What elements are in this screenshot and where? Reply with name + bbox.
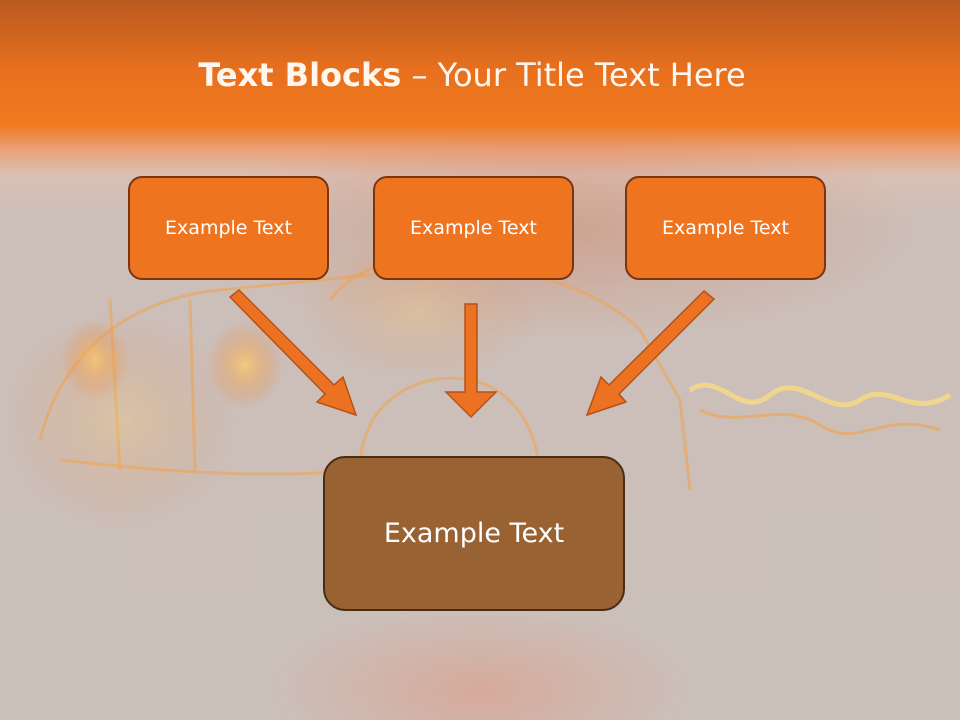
arrow-left-icon (228, 289, 358, 417)
arrow-right-icon (585, 289, 716, 417)
title-rest: Your Title Text Here (437, 56, 746, 94)
main-text-block-label: Example Text (383, 518, 565, 549)
text-block-1-label: Example Text (165, 217, 292, 239)
text-block-1[interactable]: Example Text (128, 176, 329, 280)
arrow-down-icon (444, 303, 498, 419)
main-text-block[interactable]: Example Text (323, 456, 625, 611)
text-block-3-label: Example Text (662, 217, 789, 239)
text-block-3[interactable]: Example Text (625, 176, 826, 280)
title-bold: Text Blocks (198, 56, 402, 94)
slide-title: Text Blocks – Your Title Text Here (0, 56, 944, 94)
title-dash: – (401, 56, 438, 94)
text-block-2[interactable]: Example Text (373, 176, 574, 280)
text-block-2-label: Example Text (410, 217, 537, 239)
